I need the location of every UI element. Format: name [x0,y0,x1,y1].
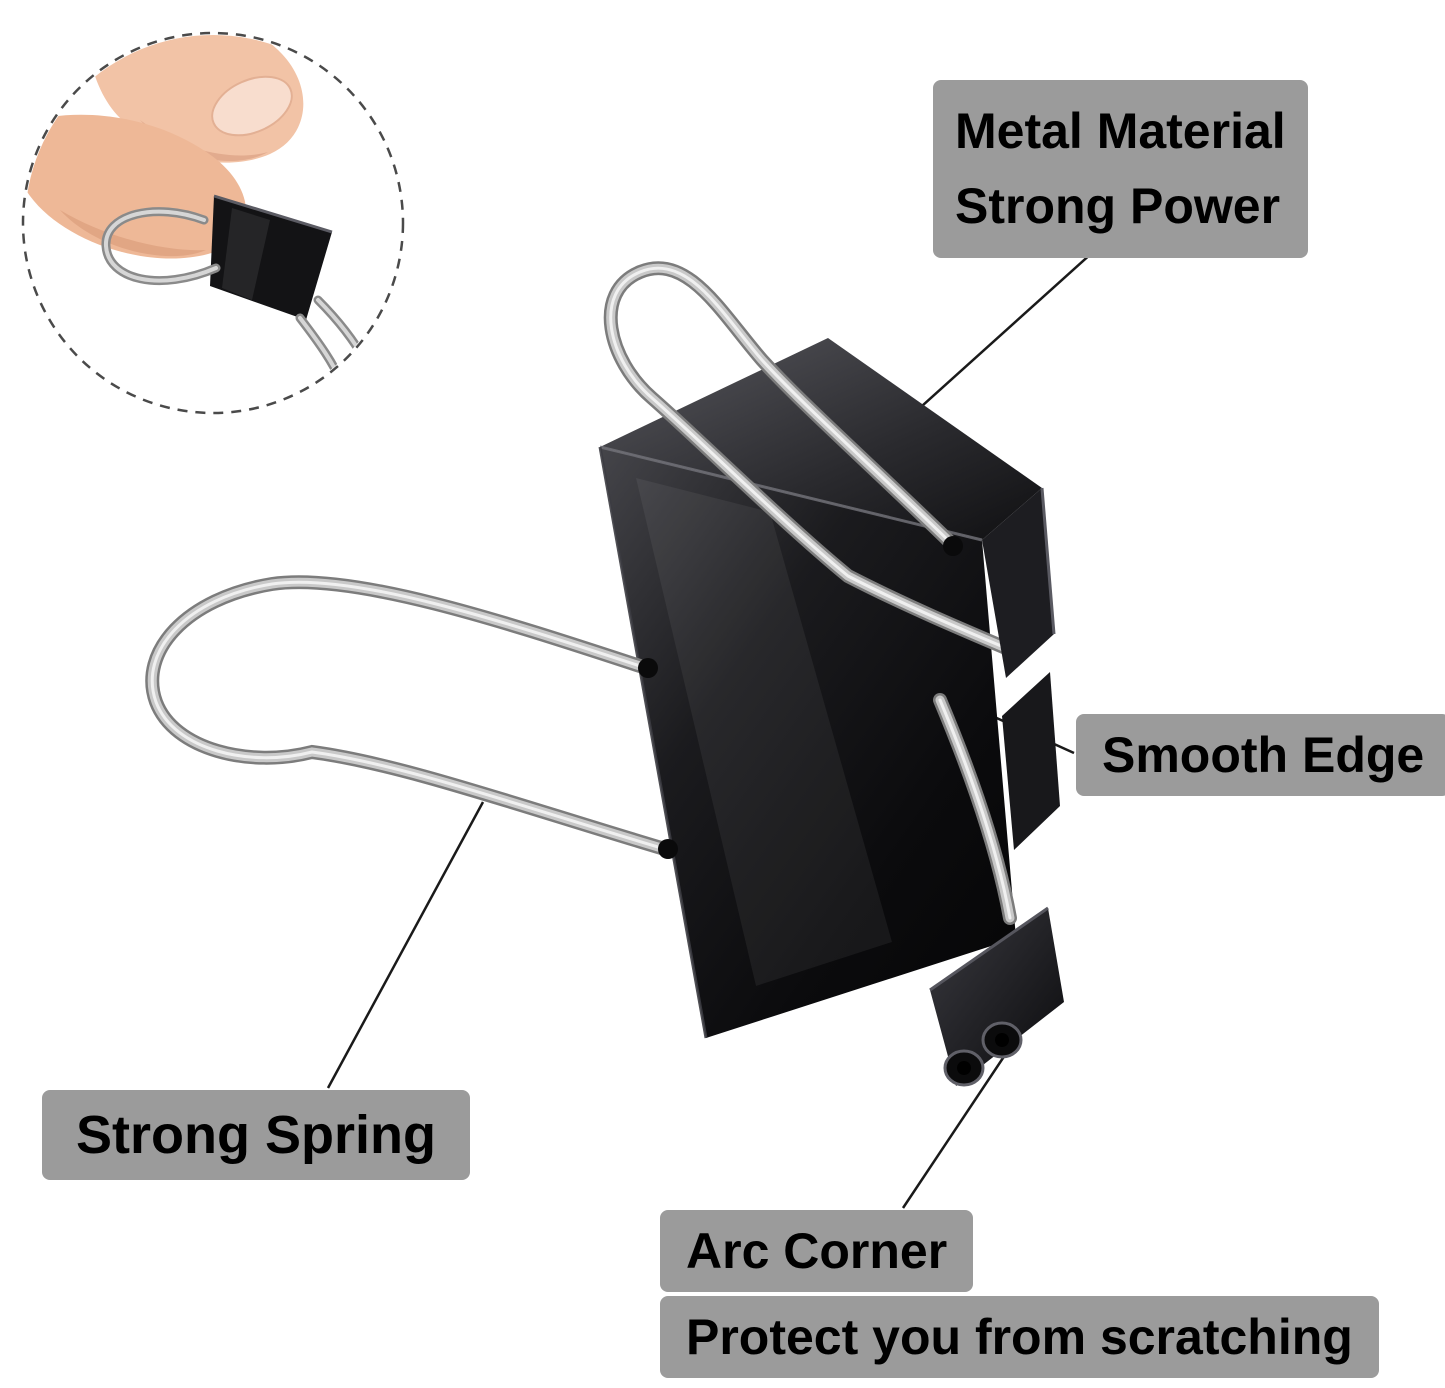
inset-clip-body [210,196,332,320]
clip-right-flange-upper [982,488,1054,678]
clip-sheen [636,478,892,986]
inset-demo [21,31,405,415]
clip-hinge-nub [943,536,963,556]
clip-hinge-nub [658,839,678,859]
inset-clip-sheen [222,208,270,300]
label-metal-material: Metal Material Strong Power [933,80,1308,258]
clip-hinge-nub [638,658,658,678]
clip-front-face [600,447,1016,1038]
inset-clip-wire-left-highlight [103,209,218,283]
clip-flange-edge-highlight [1040,487,1056,635]
inset-clip-rolled-lip [359,352,379,372]
label-arc-corner: Arc Corner [660,1210,974,1292]
clip-mouth [929,906,1064,1087]
label-strong-spring: Strong Spring [42,1090,470,1180]
clip-top-handle-wire [603,261,1027,925]
leader-line-strong-spring [326,801,485,1089]
label-metal-material-line2: Strong Power [955,178,1281,234]
label-metal-material-line1: Metal Material [955,103,1286,159]
inset-thumb [25,114,246,259]
inset-clip-edge-highlight [213,194,333,234]
clip-right-flange-lower [1002,672,1060,850]
label-smooth-edge: Smooth Edge [1076,714,1445,796]
inset-clip-rolled-lip [335,374,355,394]
inset-fingernail [211,75,293,137]
clip-top-face [600,338,1042,540]
leader-line-arc-corner [901,1051,1009,1209]
label-arc-corner-note: Protect you from scratching [660,1296,1379,1378]
clip-left-edge [598,446,708,1039]
clip-left-handle-wire [145,575,675,857]
binder-clip [145,261,1064,1087]
clip-top-edge-highlight [599,445,983,542]
inset-thumb-shading [60,210,206,257]
